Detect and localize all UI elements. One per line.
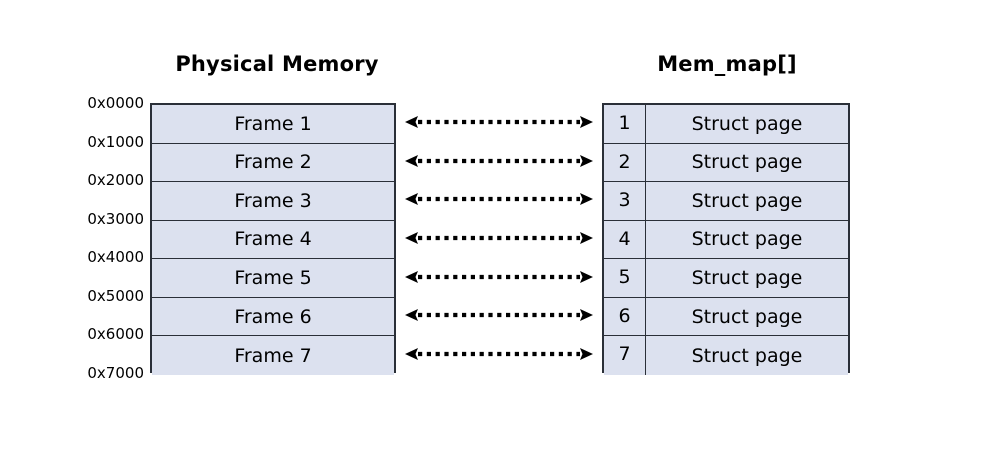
struct-page-label: Struct page xyxy=(691,151,803,174)
frame-label: Frame 3 xyxy=(234,189,312,212)
struct-page-label: Struct page xyxy=(691,305,803,328)
mem-map-index: 6 xyxy=(604,297,646,336)
mem-map-row[interactable]: 7 Struct page xyxy=(604,336,848,375)
physical-memory-title: Physical Memory xyxy=(175,52,379,76)
mem-map-index: 7 xyxy=(604,336,646,375)
frame-row[interactable]: Frame 6 xyxy=(152,297,394,337)
address-label: 0x4000 xyxy=(87,248,144,267)
mem-map-index: 4 xyxy=(604,220,646,259)
connector-arrow-group xyxy=(396,103,602,373)
frame-row[interactable]: Frame 4 xyxy=(152,220,394,260)
frame-label: Frame 4 xyxy=(234,228,312,251)
frame-label: Frame 7 xyxy=(234,344,312,367)
connector-arrow xyxy=(396,113,602,131)
frame-row[interactable]: Frame 3 xyxy=(152,182,394,221)
mem-map-row[interactable]: 1 Struct page xyxy=(604,105,848,144)
address-label: 0x5000 xyxy=(87,286,144,305)
connector-arrow xyxy=(396,152,602,170)
frame-label: Frame 6 xyxy=(234,305,312,328)
address-ruler: 0x0000 0x1000 0x2000 0x3000 0x4000 0x5000 0x60… xyxy=(60,95,144,381)
struct-page-label: Struct page xyxy=(691,267,803,290)
mem-map-index: 1 xyxy=(604,105,646,143)
mem-map-index: 5 xyxy=(604,259,646,297)
struct-page-label: Struct page xyxy=(691,112,803,135)
connector-arrow xyxy=(396,268,602,286)
address-label: 0x3000 xyxy=(87,209,144,228)
mem-map-index: 2 xyxy=(604,143,646,182)
frame-label: Frame 1 xyxy=(234,112,312,135)
frame-label: Frame 2 xyxy=(234,151,312,174)
mem-map-title: Mem_map[] xyxy=(657,52,797,76)
mem-map-row[interactable]: 6 Struct page xyxy=(604,297,848,337)
struct-page-label: Struct page xyxy=(691,344,803,367)
mem-map-row[interactable]: 5 Struct page xyxy=(604,259,848,298)
frame-row[interactable]: Frame 5 xyxy=(152,259,394,298)
physical-memory-table: Frame 1 Frame 2 Frame 3 Frame 4 Frame 5 Frame… xyxy=(150,103,396,375)
struct-page-label: Struct page xyxy=(691,189,803,212)
address-label: 0x6000 xyxy=(87,325,144,344)
mem-map-row[interactable]: 2 Struct page xyxy=(604,143,848,183)
address-label: 0x1000 xyxy=(87,132,144,151)
frame-label: Frame 5 xyxy=(234,267,312,290)
frame-row[interactable]: Frame 1 xyxy=(152,105,394,144)
mem-map-index: 3 xyxy=(604,182,646,220)
mem-map-row[interactable]: 3 Struct page xyxy=(604,182,848,221)
address-label: 0x0000 xyxy=(87,94,144,112)
frame-row[interactable]: Frame 2 xyxy=(152,143,394,183)
address-label: 0x2000 xyxy=(87,171,144,190)
connector-arrow xyxy=(396,190,602,208)
struct-page-label: Struct page xyxy=(691,228,803,251)
mem-map-row[interactable]: 4 Struct page xyxy=(604,220,848,260)
connector-arrow xyxy=(396,306,602,324)
connector-arrow xyxy=(396,345,602,363)
connector-arrow xyxy=(396,229,602,247)
frame-row[interactable]: Frame 7 xyxy=(152,336,394,375)
address-label: 0x7000 xyxy=(87,364,144,382)
